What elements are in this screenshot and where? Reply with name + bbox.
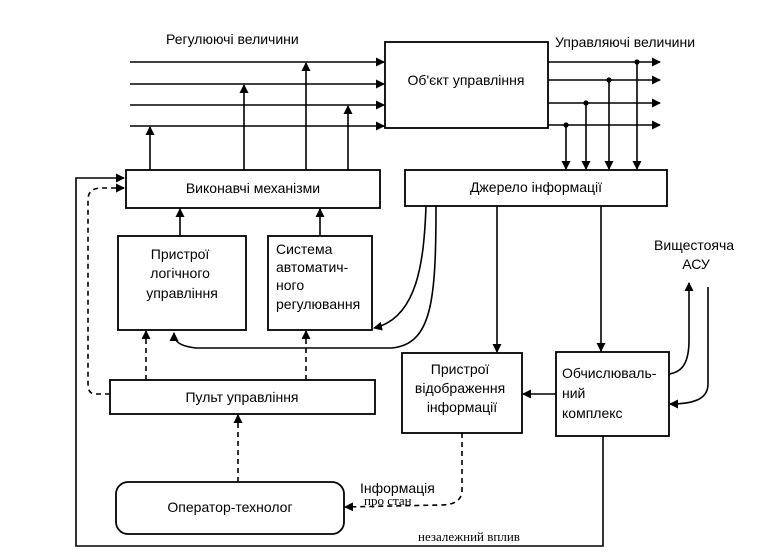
auto-regulation-system-block — [267, 235, 373, 331]
actuators-block — [125, 169, 381, 209]
actuator-output-arrows — [145, 62, 353, 170]
computing-complex-label: Обчислюваль- ний комплекс — [562, 365, 660, 421]
control-panel-label: Пульт управління — [185, 389, 298, 405]
info-source-label: Джерело інформації — [470, 179, 602, 195]
operator-technologist-block — [115, 481, 345, 535]
independent-influence-label: незалежний вплив — [418, 529, 520, 544]
auto-regulation-system-label: Система автоматич- ного регулювання — [276, 241, 360, 312]
state-information-label: Інформація — [360, 480, 435, 496]
operator-technologist-label: Оператор-технолог — [167, 499, 292, 515]
info-source-block — [404, 169, 668, 207]
controlled-output-lines — [548, 57, 661, 170]
control-panel-block — [109, 379, 376, 415]
independent-influence-line — [75, 173, 604, 547]
actuators-label: Виконавчі механізми — [186, 180, 320, 196]
control-object-label: Об'єкт управління — [408, 72, 525, 88]
state-information-sublabel: про стан — [364, 493, 412, 508]
logic-control-devices-label: Пристрої логічного управління — [146, 246, 218, 301]
control-object-block — [384, 41, 549, 129]
logic-control-devices-block — [117, 235, 247, 331]
dashed-links — [87, 183, 463, 512]
regulating-input-lines — [130, 57, 385, 131]
regulating-values-label: Регулюючі величини — [166, 31, 299, 47]
controlled-values-label: Управляючі величини — [555, 34, 695, 50]
upper-asu-label: Вищестояча АСУ — [654, 237, 738, 272]
control-links — [169, 205, 709, 409]
display-devices-label: Пристрої відображення інформації — [415, 361, 509, 415]
